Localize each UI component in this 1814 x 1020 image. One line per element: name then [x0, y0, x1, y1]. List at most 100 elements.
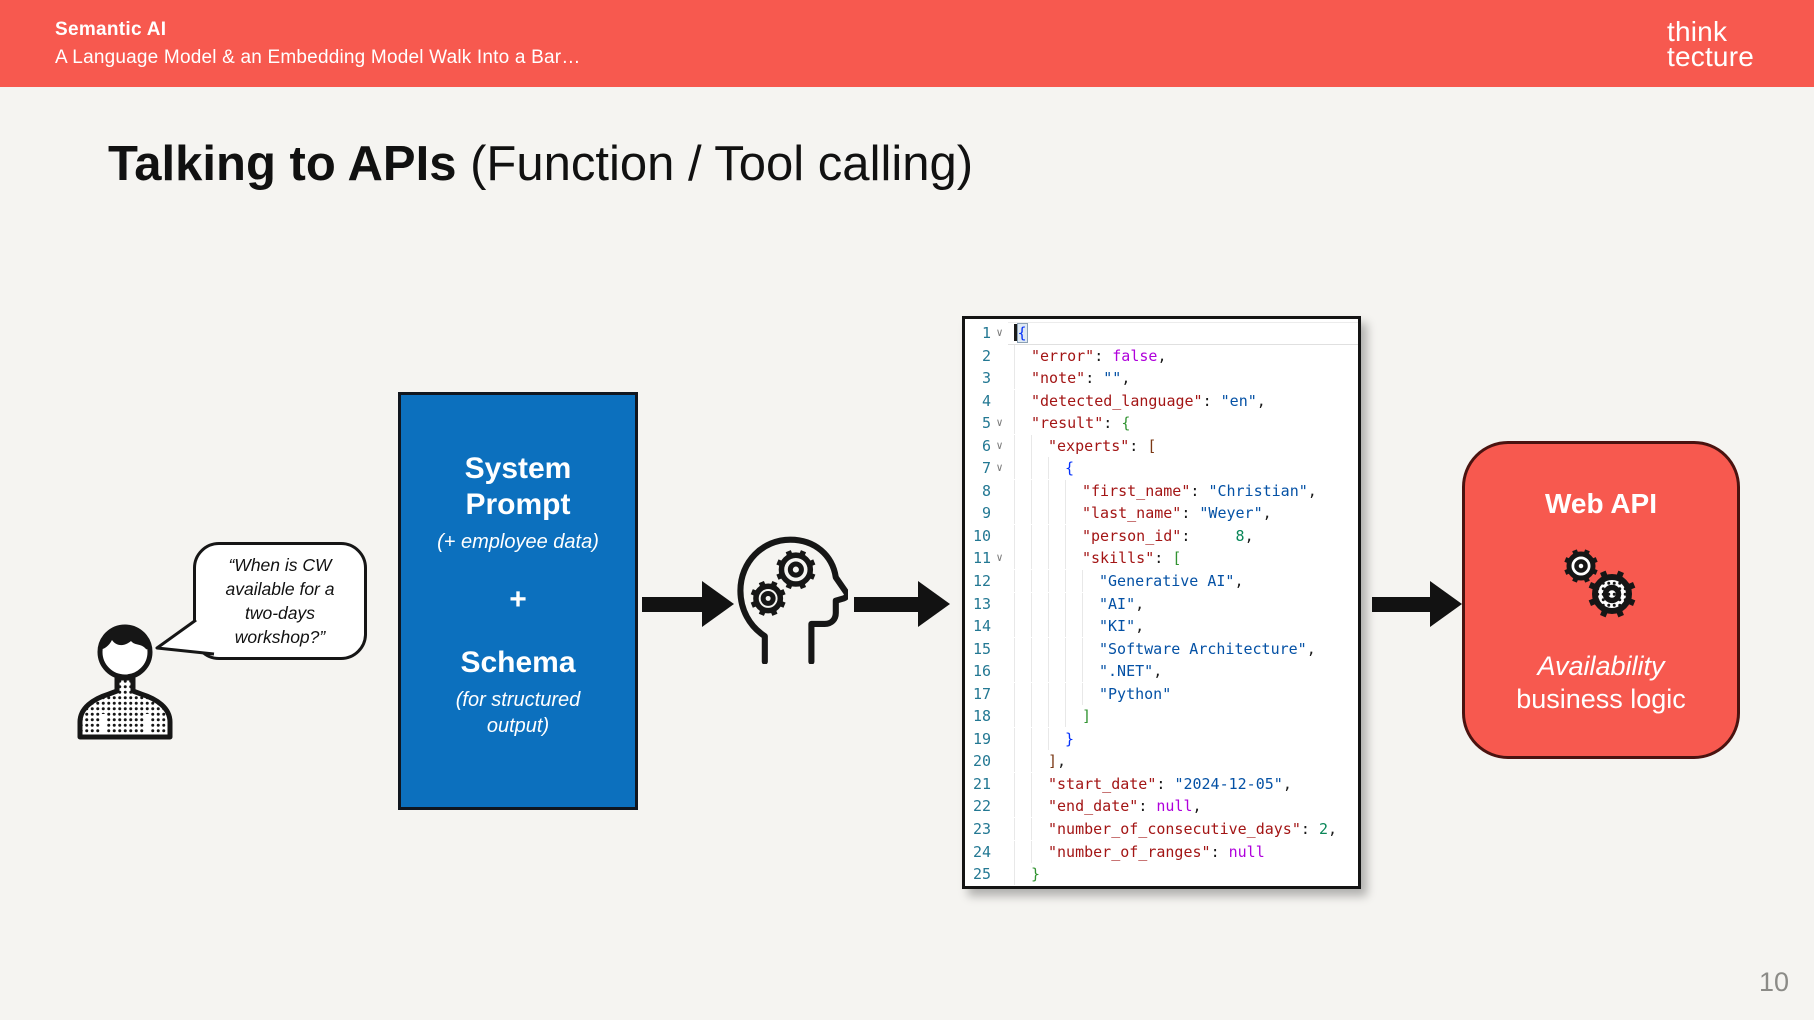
- head-profile: [737, 536, 848, 664]
- plus-sign: +: [509, 583, 527, 616]
- flow-arrow-4: [1372, 581, 1462, 627]
- code-text: "error": false,: [1008, 345, 1358, 368]
- code-text: "number_of_ranges": null: [1008, 841, 1358, 864]
- gear-icon: [750, 580, 786, 616]
- code-text: "experts": [: [1008, 435, 1358, 458]
- line-number: 11: [972, 549, 991, 568]
- employee-data-note: (+ employee data): [437, 531, 599, 553]
- system-prompt-box: System Prompt (+ employee data) + Schema…: [398, 392, 638, 810]
- code-line: 21 "start_date": "2024-12-05",: [965, 773, 1358, 796]
- code-text: {: [1008, 322, 1358, 345]
- code-text: "number_of_consecutive_days": 2,: [1008, 818, 1358, 841]
- line-number: 3: [981, 369, 991, 388]
- code-text: ],: [1008, 750, 1358, 773]
- fold-chevron-icon: ∨: [996, 551, 1003, 565]
- system-prompt-label: System Prompt: [464, 452, 572, 521]
- deck-title: Semantic AI: [55, 19, 167, 40]
- fold-chevron-icon: ∨: [996, 416, 1003, 430]
- code-line: 15"Software Architecture",: [965, 638, 1358, 661]
- gear-icon: [1588, 570, 1636, 618]
- line-number: 14: [972, 617, 991, 636]
- line-number: 23: [972, 820, 991, 839]
- code-line: 6 ∨ "experts": [: [965, 435, 1358, 458]
- business-logic-label: business logic: [1516, 684, 1686, 714]
- gears-icon: [1564, 549, 1636, 618]
- code-text: "last_name": "Weyer",: [1008, 502, 1358, 525]
- thinktecture-logo: think tecture: [1667, 18, 1754, 72]
- deck-subtitle: A Language Model & an Embedding Model Wa…: [55, 47, 581, 68]
- code-line: 2 "error": false,: [965, 345, 1358, 368]
- code-line: 23 "number_of_consecutive_days": 2,: [965, 818, 1358, 841]
- slide-title: Talking to APIs (Function / Tool calling…: [108, 136, 973, 192]
- code-line: 18]: [965, 705, 1358, 728]
- line-number: 2: [981, 346, 991, 365]
- code-text: }: [1008, 728, 1358, 751]
- line-number: 12: [972, 572, 991, 591]
- schema-label: Schema: [460, 646, 576, 679]
- code-text: ".NET",: [1008, 660, 1358, 683]
- line-number: 20: [972, 752, 991, 771]
- line-number: 1: [981, 324, 991, 342]
- code-line: 4 "detected_language": "en",: [965, 390, 1358, 413]
- fold-chevron-icon: ∨: [996, 438, 1003, 452]
- code-line: 14 "KI",: [965, 615, 1358, 638]
- line-number: 21: [972, 774, 991, 793]
- availability-label: Availability: [1537, 651, 1665, 681]
- line-number: 24: [972, 842, 991, 861]
- line-number: 7: [981, 459, 991, 478]
- code-line: 1∨{: [965, 322, 1358, 345]
- code-line: 12 "Generative AI",: [965, 570, 1358, 593]
- code-text: "person_id": 8,: [1008, 525, 1358, 548]
- code-lines: 1∨{2"error": false,3"note": "",4"detecte…: [965, 322, 1358, 886]
- web-api-box: Web API Availability business logic: [1462, 441, 1740, 759]
- code-line: 7∨{: [965, 457, 1358, 480]
- code-text: "end_date": null,: [1008, 795, 1358, 818]
- code-line: 25}: [965, 863, 1358, 886]
- line-number: 10: [972, 526, 991, 545]
- code-line: 19}: [965, 728, 1358, 751]
- line-number: 25: [972, 865, 991, 884]
- person-icon: [77, 624, 173, 740]
- line-number: 8: [981, 481, 991, 500]
- code-text: "detected_language": "en",: [1008, 390, 1358, 413]
- code-line: 10 "person_id": 8,: [965, 525, 1358, 548]
- fold-chevron-icon: ∨: [996, 461, 1003, 475]
- logo-line-2: tecture: [1667, 41, 1754, 72]
- code-text: "start_date": "2024-12-05",: [1008, 773, 1358, 796]
- code-line: 5∨"result": {: [965, 412, 1358, 435]
- code-text: "Generative AI",: [1008, 570, 1358, 593]
- line-number: 5: [981, 414, 991, 433]
- slide-header: Semantic AI A Language Model & an Embedd…: [0, 0, 1814, 87]
- line-number: 4: [981, 391, 991, 410]
- code-line: 9 "last_name": "Weyer",: [965, 502, 1358, 525]
- code-text: "AI",: [1008, 593, 1358, 616]
- code-line: 13 "AI",: [965, 593, 1358, 616]
- code-text: "Python": [1008, 683, 1358, 706]
- code-line: 20],: [965, 750, 1358, 773]
- line-number: 9: [981, 504, 991, 523]
- code-line: 16 ".NET",: [965, 660, 1358, 683]
- slide-title-bold: Talking to APIs: [108, 137, 457, 191]
- code-text: "KI",: [1008, 615, 1358, 638]
- gear-icon: [1564, 549, 1598, 583]
- line-number: 6: [981, 436, 991, 455]
- code-line: 3 "note": "",: [965, 367, 1358, 390]
- line-number: 17: [972, 684, 991, 703]
- line-number: 18: [972, 707, 991, 726]
- line-number: 16: [972, 662, 991, 681]
- flow-arrow-3: [854, 581, 950, 627]
- text-cursor: [1014, 324, 1017, 341]
- code-text: "skills": [: [1008, 547, 1358, 570]
- line-number: 15: [972, 639, 991, 658]
- web-api-title: Web API: [1544, 488, 1657, 519]
- line-number: 22: [972, 797, 991, 816]
- code-line: 17 "Python": [965, 683, 1358, 706]
- code-text: "note": "",: [1008, 367, 1358, 390]
- line-number: 19: [972, 729, 991, 748]
- head-gears-icon: [737, 536, 848, 664]
- line-number: 13: [972, 594, 991, 613]
- flow-arrow-2: [642, 581, 734, 627]
- person-hair: [102, 627, 148, 650]
